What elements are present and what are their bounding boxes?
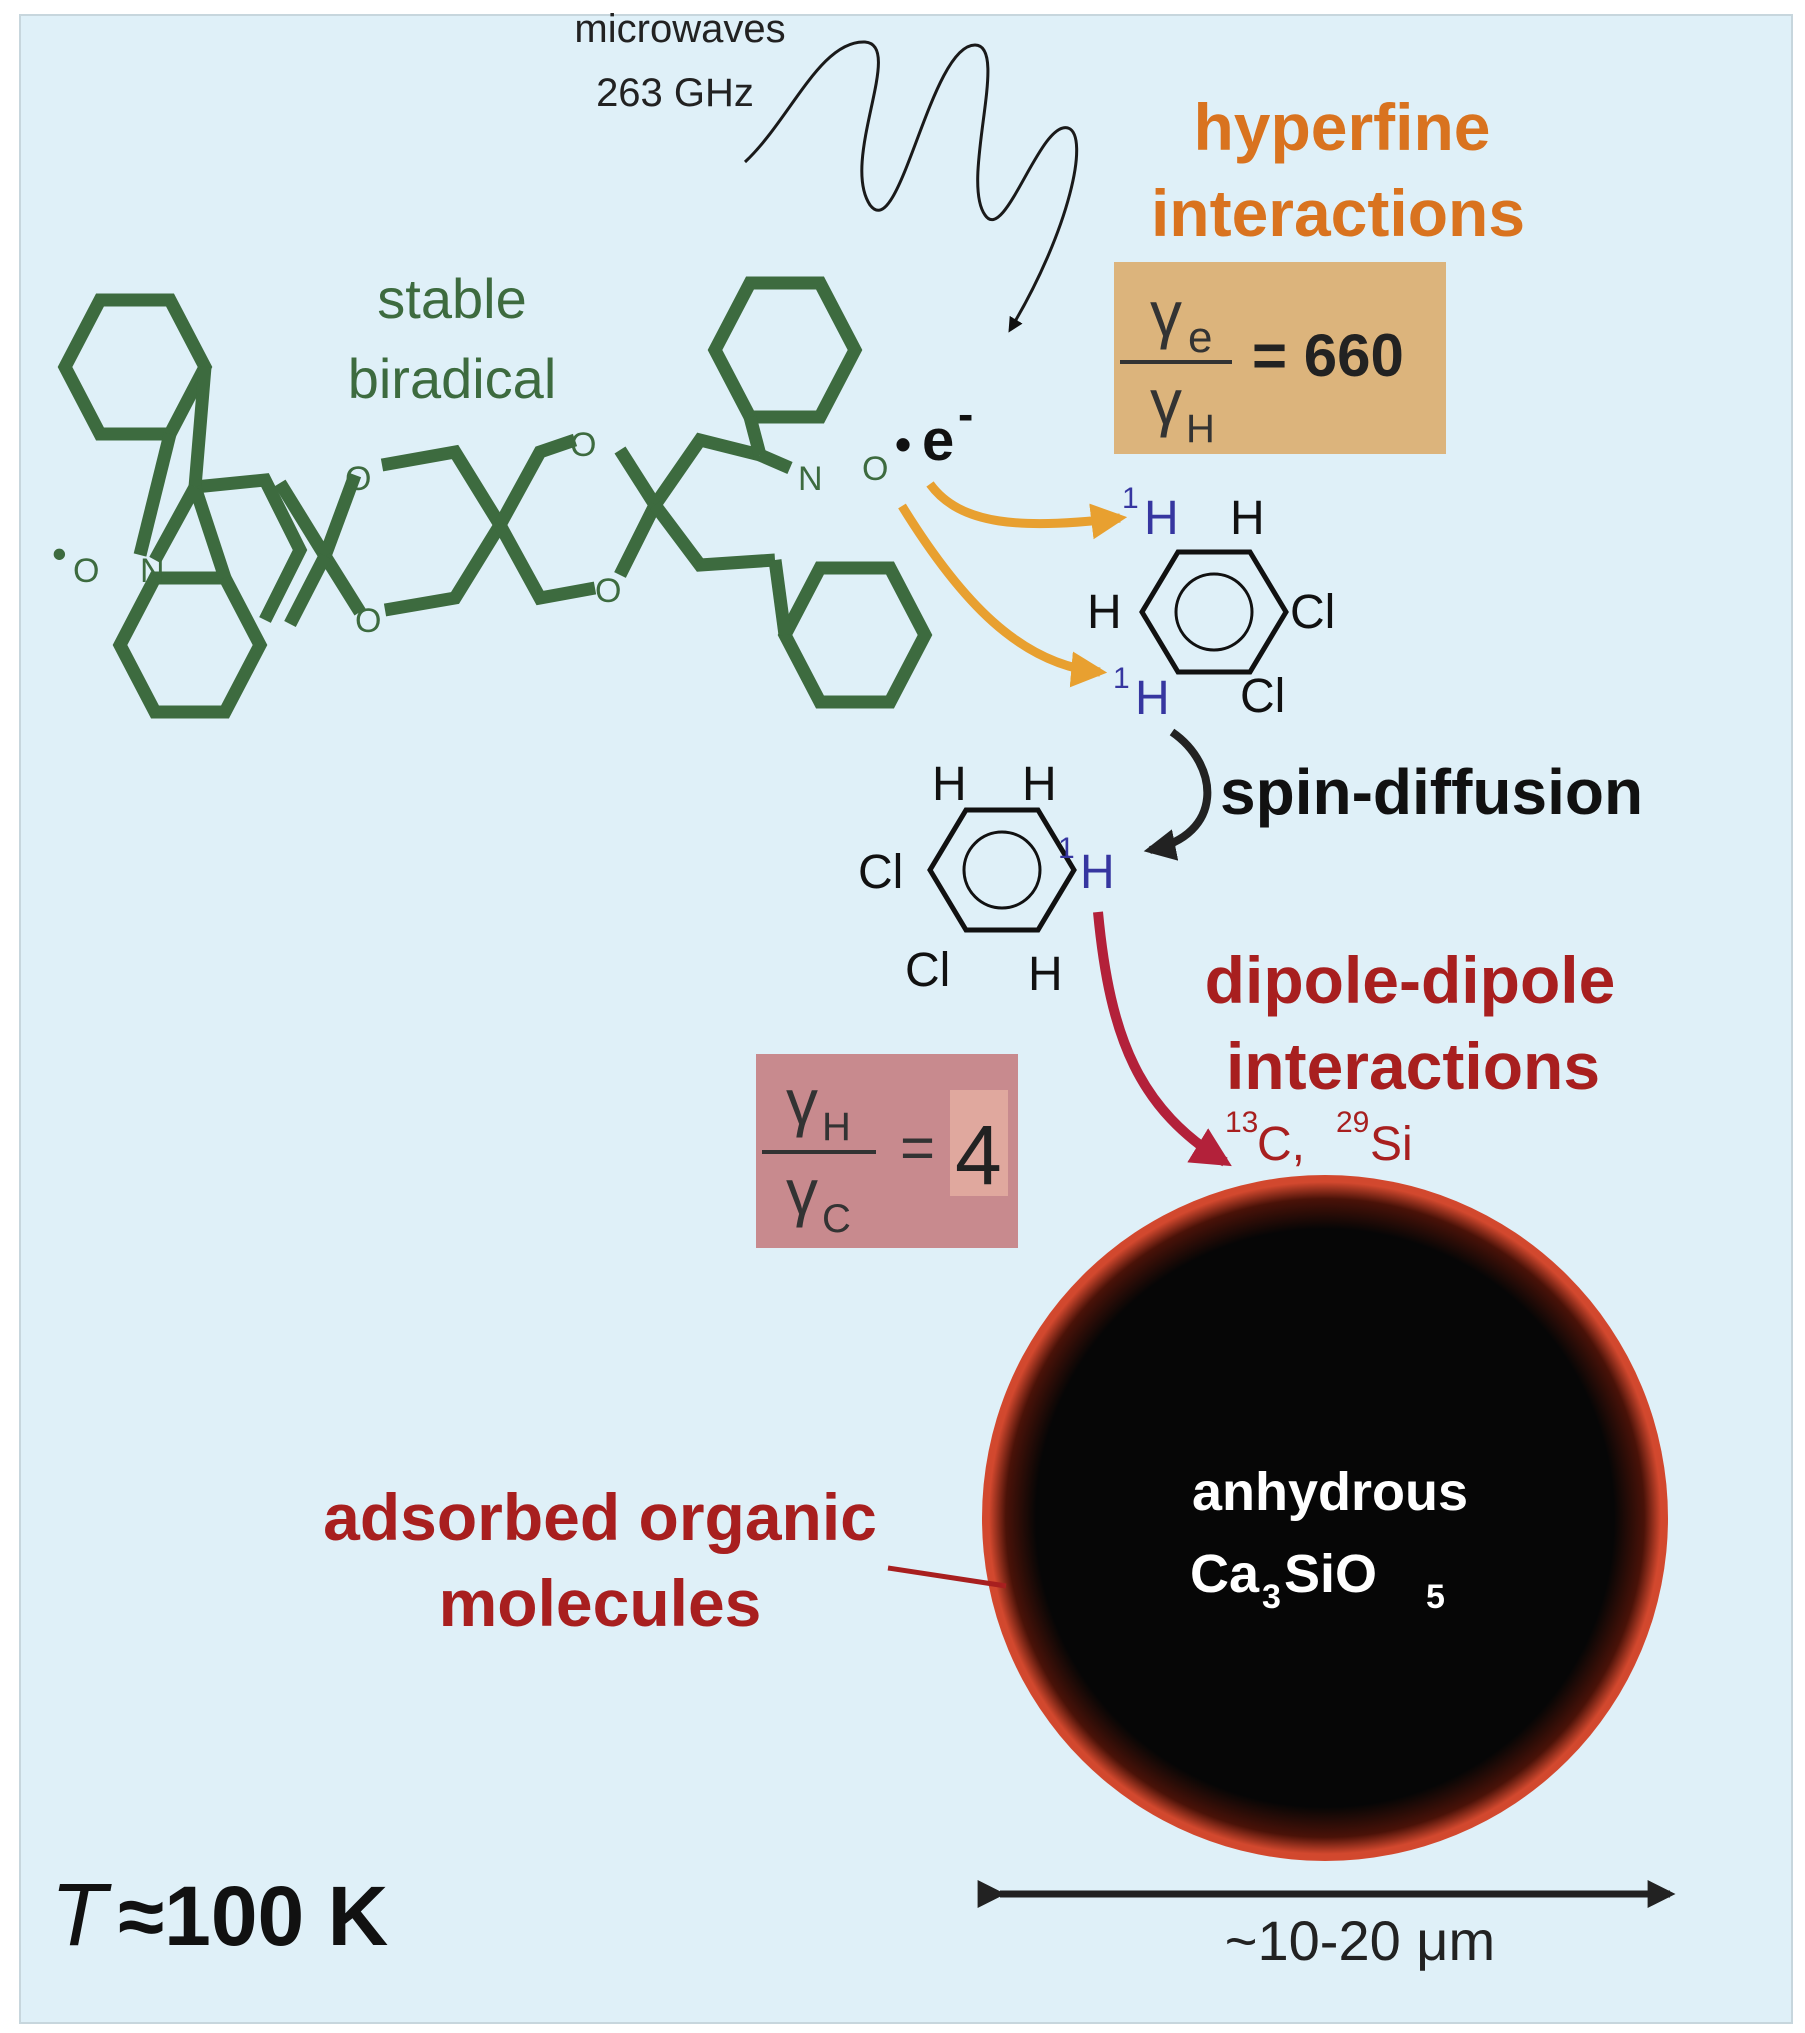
h-label: H — [1230, 492, 1265, 545]
oxygen-label: O — [570, 426, 596, 464]
h-label: H — [1028, 948, 1063, 1001]
biradical-molecule — [57, 276, 933, 719]
microwaves-label: microwaves — [574, 7, 785, 51]
biradical-label-line1: stable — [377, 267, 526, 330]
gamma-c-symbol: γ — [786, 1156, 818, 1228]
spin-diffusion-arrow — [1143, 728, 1212, 861]
ca3sio5-particle: anhydrous Ca 3 SiO 5 — [982, 1175, 1668, 1861]
dipole-arrow — [1093, 911, 1232, 1167]
value-highlight — [950, 1090, 1008, 1196]
h1-superscript: 1 — [1122, 482, 1139, 515]
cl-label: Cl — [1290, 586, 1335, 639]
electron-symbol: e — [922, 408, 954, 473]
gyromagnetic-ratio-box-carbon: γ H γ C = 4 — [756, 1054, 1018, 1248]
electron-charge: - — [958, 388, 973, 440]
o-subscript: 5 — [1426, 1578, 1445, 1616]
hyperfine-arrow-lower — [898, 503, 1108, 688]
temperature-symbol: T — [55, 1867, 112, 1965]
ratio-value-4: 4 — [955, 1108, 1002, 1202]
dichlorobenzene-molecule-1: 1 H H H Cl Cl 1 H — [1087, 482, 1335, 725]
electron-dot: • — [895, 418, 911, 470]
h1-superscript: 1 — [1113, 662, 1130, 695]
right-oxygen-label: O — [862, 450, 888, 488]
sio-symbol: SiO — [1284, 1544, 1377, 1604]
gamma-h-subscript: H — [822, 1105, 851, 1149]
biradical-label-line2: biradical — [348, 347, 557, 410]
si29-label: Si — [1370, 1118, 1413, 1171]
left-oxygen-label: O — [73, 552, 99, 590]
ca-symbol: Ca — [1190, 1544, 1260, 1604]
temperature-value: ≈100 K — [118, 1869, 388, 1963]
left-radical-dot: • — [52, 530, 67, 577]
cl-label: Cl — [858, 846, 903, 899]
hyperfine-arrow-upper — [926, 481, 1128, 540]
gamma-c-subscript: C — [822, 1197, 851, 1241]
nuclei-label: 13 C, 29 Si — [1225, 1106, 1413, 1171]
gamma-h-subscript: H — [1186, 407, 1215, 451]
adsorbed-label-line2: molecules — [439, 1566, 762, 1640]
cyclohexane-ring — [112, 571, 268, 719]
dichlorobenzene-molecule-2: H H Cl 1 H Cl H — [858, 758, 1115, 1001]
gamma-e-subscript: e — [1188, 313, 1212, 362]
equals-sign: = — [900, 1114, 935, 1181]
gamma-h-symbol: γ — [786, 1066, 818, 1138]
frequency-label: 263 GHz — [596, 71, 754, 115]
microwave-wave-arrow — [743, 40, 1079, 333]
si29-superscript: 29 — [1336, 1106, 1369, 1139]
left-nitrogen-label: N — [140, 552, 165, 590]
hyperfine-label-line2: interactions — [1151, 176, 1525, 250]
dipole-label-line2: interactions — [1226, 1029, 1600, 1103]
c13-label: C, — [1257, 1118, 1305, 1171]
spin-diffusion-label: spin-diffusion — [1220, 756, 1643, 828]
gamma-h-symbol: γ — [1150, 366, 1182, 438]
h-label: H — [1087, 586, 1122, 639]
gyromagnetic-ratio-box-electron: γ e γ H = 660 — [1114, 262, 1446, 454]
h1-label: H — [1144, 492, 1179, 545]
oxygen-label: O — [595, 572, 621, 610]
right-nitrogen-label: N — [798, 460, 823, 498]
biradical-atom-labels: • O N O O O O N O — [52, 426, 888, 640]
adsorbed-label-line1: adsorbed organic — [323, 1480, 877, 1554]
ratio-value-660: = 660 — [1252, 322, 1404, 389]
cl-label: Cl — [905, 944, 950, 997]
hyperfine-label-line1: hyperfine — [1193, 90, 1490, 164]
h1-label: H — [1135, 672, 1170, 725]
oxygen-label: O — [355, 602, 381, 640]
particle-label-line1: anhydrous — [1192, 1462, 1468, 1522]
h1-superscript: 1 — [1058, 832, 1075, 865]
c13-superscript: 13 — [1225, 1106, 1258, 1139]
ca-subscript: 3 — [1262, 1578, 1281, 1616]
dipole-label-line1: dipole-dipole — [1205, 943, 1616, 1017]
h-label: H — [1022, 758, 1057, 811]
oxygen-label: O — [345, 460, 371, 498]
size-label: ~10-20 μm — [1225, 1909, 1495, 1972]
adsorbed-pointer-line — [887, 1565, 1007, 1589]
h-label: H — [932, 758, 967, 811]
cyclohexane-ring — [777, 561, 933, 709]
gamma-e-symbol: γ — [1150, 278, 1182, 350]
cl-label: Cl — [1240, 670, 1285, 723]
h1-label: H — [1080, 846, 1115, 899]
